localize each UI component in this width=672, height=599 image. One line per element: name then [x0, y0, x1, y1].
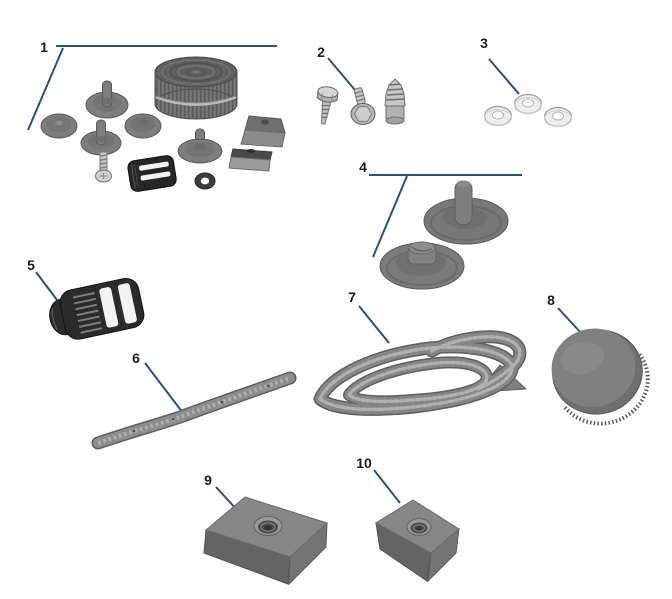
washer-icon: [543, 106, 573, 128]
leader-6: [144, 362, 184, 414]
round-pad: [551, 328, 650, 426]
callout-6-label: 6: [132, 350, 140, 366]
leader-4-diagonal: [372, 175, 408, 258]
tri-glide-buckle-icon: [127, 155, 177, 192]
callout-8-label: 8: [547, 292, 555, 308]
rect-pad-icon: [228, 148, 273, 172]
mount-cap-post-icon: [423, 180, 509, 245]
snap-cap-post2-icon: [177, 128, 223, 164]
callout-5-label: 5: [27, 257, 35, 273]
webbing-roll-icon: [154, 56, 238, 120]
fastener-and-strap-kit: [40, 56, 286, 192]
hex-screws: [316, 78, 406, 125]
callout-10-label: 10: [356, 455, 372, 471]
screw-head-on-icon: [350, 87, 376, 125]
round-mount-caps: [379, 180, 509, 290]
snap-cap-icon: [40, 113, 78, 139]
callout-2-label: 2: [317, 44, 325, 60]
square-threaded-pad: [203, 496, 328, 586]
callout-1-label: 1: [40, 39, 48, 55]
snap-cap-post-icon: [85, 80, 129, 119]
leader-10: [373, 469, 401, 504]
snap-cap-post-screw-icon: [80, 119, 122, 183]
callout-9-label: 9: [204, 472, 212, 488]
washer-icon: [513, 93, 543, 115]
wedge-threaded-pad: [375, 499, 460, 583]
callout-4-label: 4: [359, 159, 367, 175]
leader-1-diagonal: [27, 47, 64, 131]
ladder-lock-buckle: [49, 277, 145, 340]
snap-cap-stub-icon: [124, 113, 162, 139]
leader-5: [35, 271, 58, 301]
washer-icon: [483, 105, 513, 127]
flat-washers: [483, 93, 573, 128]
callout-3-label: 3: [480, 35, 488, 51]
screw-tip-up-icon: [384, 78, 406, 125]
coiled-strap: [313, 330, 527, 416]
callout-7-label: 7: [348, 289, 356, 305]
leader-7: [358, 305, 390, 344]
leader-8: [557, 307, 582, 334]
leader-lines: [27, 45, 582, 512]
small-washer-icon: [194, 172, 216, 190]
mount-cap-bottom-icon: [379, 241, 465, 290]
square-block-icon: [240, 115, 286, 148]
screw-down-icon: [316, 86, 339, 125]
leader-3: [488, 58, 520, 95]
short-strap-section: [91, 371, 297, 450]
